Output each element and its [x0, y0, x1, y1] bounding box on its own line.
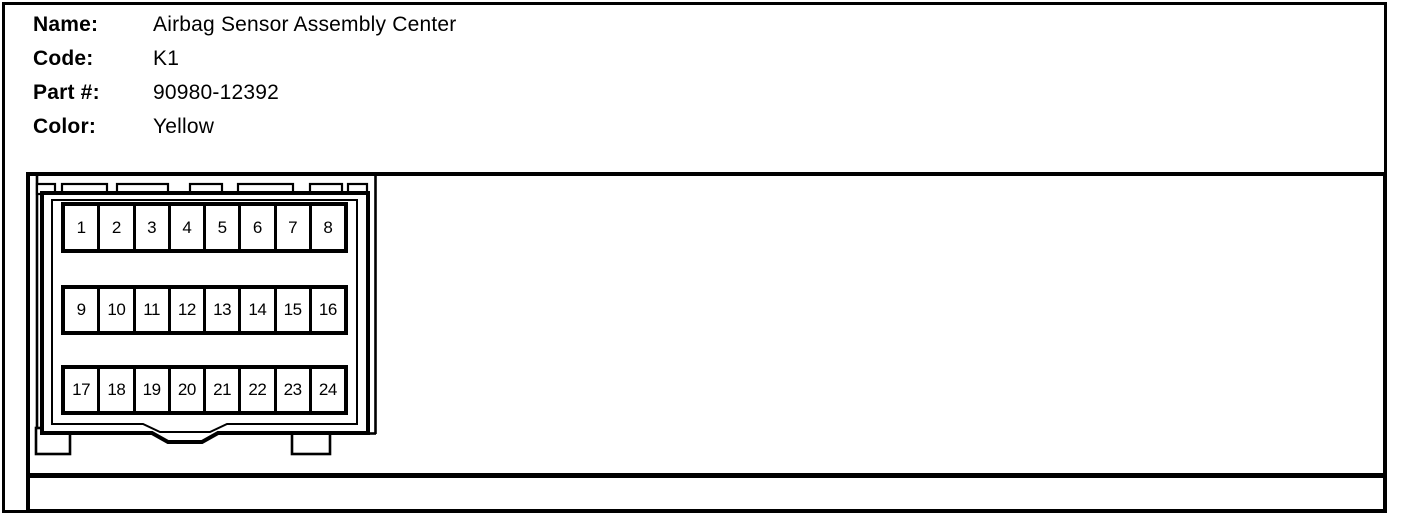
pin-cell: 18	[97, 369, 132, 411]
pin-cell: 24	[308, 369, 344, 411]
pin-cell: 16	[308, 289, 344, 331]
color-label: Color:	[33, 115, 97, 138]
pin-cell: 23	[273, 369, 309, 411]
pin-cell: 5	[203, 206, 238, 249]
housing-inner-outline	[51, 199, 358, 433]
pin-cell: 8	[308, 206, 344, 249]
name-value: Airbag Sensor Assembly Center	[153, 13, 457, 36]
pin-cell: 13	[203, 289, 238, 331]
pin-cell: 21	[203, 369, 238, 411]
connector-header: Name: Airbag Sensor Assembly Center Code:…	[33, 13, 456, 149]
pin-cell: 4	[167, 206, 203, 249]
pin-cell: 6	[238, 206, 273, 249]
pin-cell: 7	[273, 206, 309, 249]
header-field-part-number: Part #: 90980-12392	[33, 81, 456, 115]
pin-cell: 9	[76, 300, 86, 319]
pin-cell: 19	[132, 369, 168, 411]
pin-cell: 10	[97, 289, 132, 331]
code-value: K1	[153, 47, 180, 70]
header-field-name: Name: Airbag Sensor Assembly Center	[33, 13, 456, 47]
empty-note-band	[30, 478, 1383, 509]
code-label: Code:	[33, 47, 94, 70]
header-field-color: Color: Yellow	[33, 115, 456, 149]
pin-cell: 1	[76, 217, 86, 237]
pin-cell: 17	[72, 380, 91, 399]
pin-cell: 14	[238, 289, 273, 331]
name-label: Name:	[33, 13, 99, 36]
pin-cell: 12	[167, 289, 203, 331]
pin-cell: 15	[273, 289, 309, 331]
header-field-code: Code: K1	[33, 47, 456, 81]
pin-cell: 22	[238, 369, 273, 411]
pin-cell: 11	[132, 289, 168, 331]
frame-divider-line	[30, 473, 1383, 478]
part-number-label: Part #:	[33, 81, 100, 104]
pin-cell: 20	[167, 369, 203, 411]
color-value: Yellow	[153, 115, 215, 138]
part-number-value: 90980-12392	[153, 81, 279, 104]
pin-cell: 3	[132, 206, 168, 249]
pin-cell: 2	[97, 206, 132, 249]
